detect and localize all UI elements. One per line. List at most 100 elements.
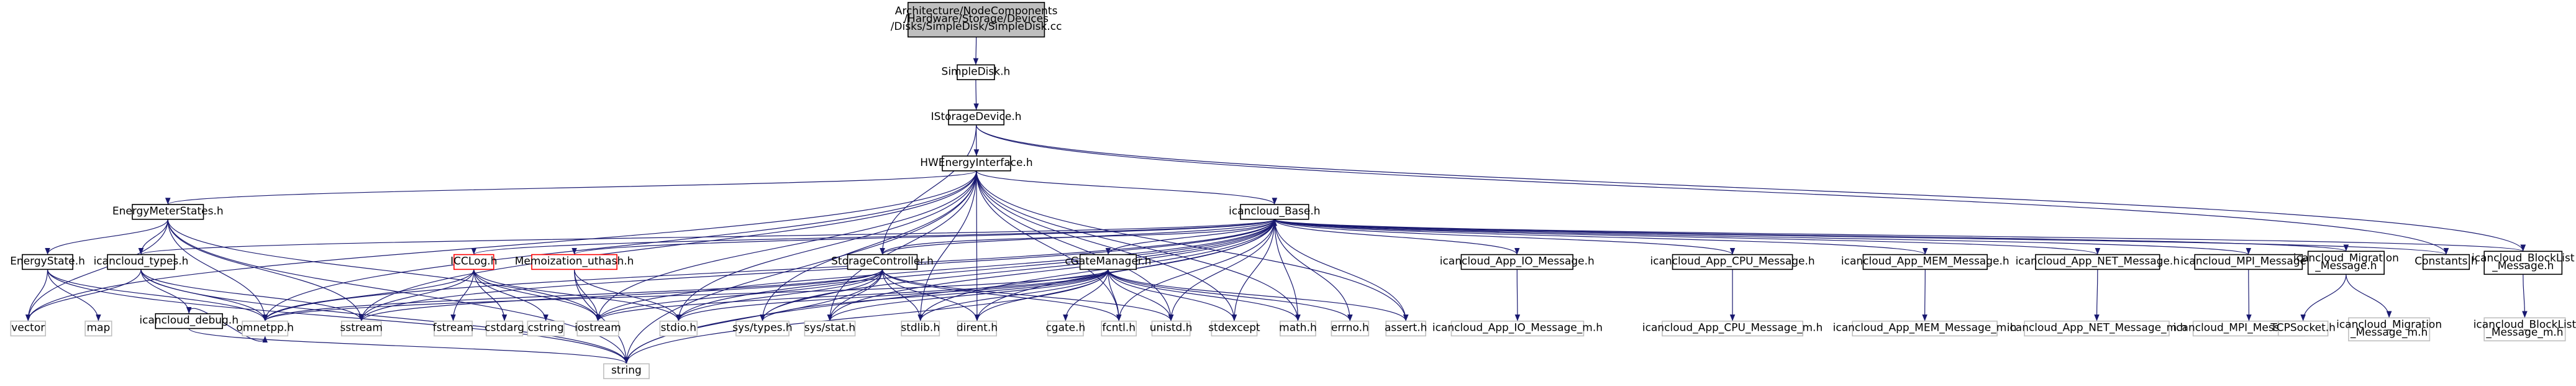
edge-icbase-to-ictypes	[139, 219, 1275, 255]
node-asserth: assert.h	[1385, 320, 1427, 337]
node-energystate-label: EnergyState.h	[10, 255, 85, 267]
edge-icbase-to-memo	[571, 219, 1275, 255]
node-simpledisk[interactable]: SimpleDisk.h	[942, 64, 1011, 80]
edge-hwenergy-to-fcntlh	[976, 170, 1122, 321]
node-iccpum-box	[1662, 320, 1804, 337]
node-energystate[interactable]: EnergyState.h	[10, 254, 85, 270]
node-energymeter[interactable]: EnergyMeterStates.h	[112, 204, 224, 220]
node-iostream: iostream	[575, 320, 621, 337]
node-icmpi-label: icancloud_MPI_Message.h	[2180, 255, 2316, 267]
node-istorage-box	[948, 109, 1004, 126]
edge-icclog-to-iostream	[473, 269, 601, 321]
node-fstream-label: fstream	[433, 322, 474, 334]
node-errnoh: errno.h	[1331, 320, 1370, 337]
node-icio-box	[1460, 254, 1573, 270]
node-cgateh-box	[1047, 320, 1084, 337]
node-storagectrl[interactable]: StorageController.h	[831, 254, 934, 270]
node-map: map	[84, 320, 112, 337]
node-icblock[interactable]: icancloud_BlockList_Message.h	[2472, 250, 2575, 275]
edge-icbase-to-unistdh	[1168, 219, 1275, 321]
node-iostream-box	[576, 320, 619, 337]
edge-storagectrl-to-stdlibh	[881, 269, 924, 321]
node-omnetpp-box	[242, 320, 289, 337]
node-icbase[interactable]: icancloud_Base.h	[1229, 204, 1321, 220]
node-simpledisk-box	[957, 64, 995, 80]
node-vector-label: vector	[11, 322, 45, 334]
edge-ictypes-to-icdebug	[140, 269, 192, 314]
edge-storagectrl-to-stdioh	[676, 269, 883, 321]
node-cstring-label: cstring	[528, 322, 564, 334]
edge-hwenergy-to-stdioh	[676, 170, 977, 321]
node-direnth-label: dirent.h	[957, 322, 998, 334]
edge-cgatemgr-to-string	[624, 269, 1109, 364]
node-icblock-label: icancloud_BlockList_Message.h	[2472, 252, 2575, 273]
node-iccpu-label: icancloud_App_CPU_Message.h	[1650, 255, 1814, 267]
node-stdexcept-box	[1211, 320, 1258, 337]
node-istorage[interactable]: IStorageDevice.h	[931, 109, 1022, 126]
edge-icdebug-to-omnetpp	[188, 308, 268, 343]
node-map-box	[84, 320, 112, 337]
node-icmpi[interactable]: icancloud_MPI_Message.h	[2180, 254, 2316, 270]
edge-icclog-to-cstdarg	[473, 269, 507, 321]
node-cgatemgr[interactable]: cGateManager.h	[1065, 254, 1152, 270]
node-hwenergy[interactable]: HWEnergyInterface.h	[920, 155, 1033, 172]
node-omnetpp-label: omnetpp.h	[236, 322, 294, 334]
edge-cgatemgr-to-direnth	[974, 269, 1109, 321]
node-icmemm: icancloud_App_MEM_Message_m.h	[1833, 320, 2017, 337]
edge-hwenergy-to-unistdh	[976, 170, 1174, 321]
node-mathh-box	[1280, 320, 1316, 337]
edge-icmem-to-icmemm	[1922, 269, 1927, 321]
node-icmig[interactable]: icancloud_Migration_Message.h	[2293, 250, 2399, 275]
node-root[interactable]: Architecture/NodeComponents/Hardware/Sto…	[891, 2, 1062, 38]
node-iccpu[interactable]: icancloud_App_CPU_Message.h	[1650, 254, 1815, 270]
node-iciom-label: icancloud_App_IO_Message_m.h	[1432, 322, 1603, 334]
node-icio[interactable]: icancloud_App_IO_Message.h	[1440, 254, 1595, 270]
node-ictypes[interactable]: icancloud_types.h	[94, 254, 189, 270]
node-fcntlh-label: fcntl.h	[1102, 322, 1136, 334]
node-tcpsocket: TCPSocket.h	[2270, 320, 2336, 337]
edge-icnet-to-icnetm	[2094, 269, 2100, 321]
node-stdlibh: stdlib.h	[901, 320, 940, 337]
node-iccpum-label: icancloud_App_CPU_Message_m.h	[1642, 322, 1823, 334]
edge-hwenergy-to-sysstat	[827, 170, 977, 321]
edge-cgatemgr-to-stdioh	[676, 269, 1109, 321]
edge-istorage-to-constants	[976, 124, 2449, 255]
node-energystate-box	[22, 254, 73, 270]
node-icmem[interactable]: icancloud_App_MEM_Message.h	[1841, 254, 2009, 270]
edge-energymeter-to-energystate	[45, 219, 168, 255]
edge-cgatemgr-to-sysstat	[827, 269, 1109, 321]
node-string-label: string	[611, 364, 642, 377]
node-icmigm-label: icancloud_Migration_Message_m.h	[2336, 319, 2442, 339]
node-icio-label: icancloud_App_IO_Message.h	[1440, 255, 1595, 267]
edge-cgatemgr-to-stdlibh	[917, 269, 1109, 321]
node-fstream-box	[434, 320, 473, 337]
node-icdebug[interactable]: icancloud_debug.h	[139, 313, 239, 329]
node-stdlibh-box	[901, 320, 940, 337]
edge-hwenergy-to-stdlibh	[917, 170, 977, 321]
node-icnet[interactable]: icancloud_App_NET_Message.h	[2016, 254, 2180, 270]
edge-icclog-to-omnetpp	[262, 269, 475, 321]
edge-hwenergy-to-omnetpp	[262, 170, 977, 321]
edge-ictypes-to-vector	[25, 269, 142, 321]
node-unistdh-label: unistd.h	[1150, 322, 1193, 334]
node-energymeter-box	[132, 204, 204, 220]
edge-cgatemgr-to-cgateh	[1063, 269, 1109, 321]
node-icblock-box	[2483, 250, 2563, 275]
edge-icbase-to-fcntlh	[1116, 219, 1275, 321]
node-icblockm-box	[2483, 317, 2566, 342]
edge-cgatemgr-to-unistdh	[1108, 269, 1174, 321]
node-ictypes-box	[107, 254, 175, 270]
node-icmig-label: icancloud_Migration_Message.h	[2293, 252, 2399, 273]
node-memo-label: Memoization_uthash.h	[515, 255, 634, 267]
node-constants[interactable]: Constants.h	[2414, 254, 2478, 270]
node-unistdh-box	[1151, 320, 1191, 337]
edge-storagectrl-to-direnth	[881, 269, 980, 321]
edge-storagectrl-to-sstream	[358, 269, 883, 321]
node-icdebug-box	[155, 313, 223, 329]
edge-icbase-to-icmig	[1274, 219, 2349, 252]
node-memo: Memoization_uthash.h	[515, 254, 634, 270]
node-unistdh: unistd.h	[1150, 320, 1193, 337]
edge-icbase-to-stdexcept	[1231, 219, 1275, 321]
node-cgateh: cgate.h	[1045, 320, 1085, 337]
node-storagectrl-box	[847, 254, 918, 270]
